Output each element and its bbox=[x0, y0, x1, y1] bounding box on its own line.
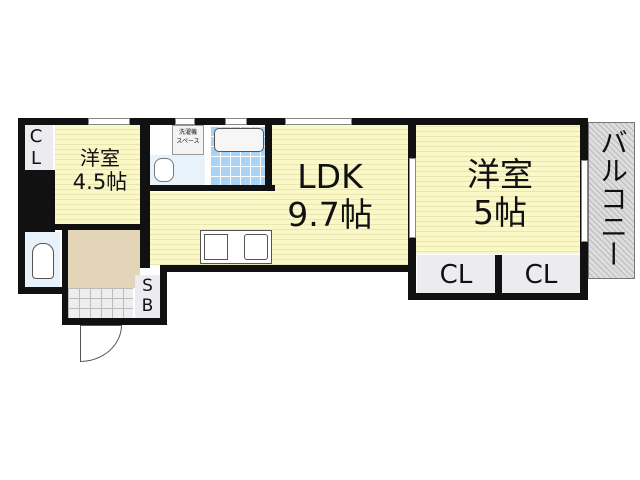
closet-small-label-bottom: L bbox=[30, 148, 42, 169]
wall-sb-right bbox=[160, 265, 167, 325]
shoe-box-label-bottom: B bbox=[141, 296, 154, 316]
wall-mid-vertical bbox=[140, 118, 150, 268]
closet-small bbox=[25, 125, 53, 170]
washer-space-line2: スペース bbox=[176, 138, 200, 145]
entrance bbox=[68, 230, 140, 288]
western-room-small bbox=[55, 125, 140, 225]
window-ldk bbox=[285, 118, 352, 125]
kitchen-counter bbox=[200, 230, 272, 264]
wall-right-bottom bbox=[408, 293, 588, 300]
wall-cl-small bbox=[25, 170, 55, 232]
window-bath bbox=[225, 118, 247, 125]
wall-top-middle bbox=[146, 118, 411, 125]
balcony bbox=[588, 122, 635, 279]
washer-space bbox=[172, 125, 204, 155]
shoe-box bbox=[135, 275, 160, 321]
wall-bottom-left bbox=[18, 287, 68, 294]
washer-space-line1: 洗濯機 bbox=[178, 129, 197, 136]
closet-b bbox=[502, 255, 580, 293]
wall-entrance-left bbox=[62, 225, 68, 325]
window-ldk-room bbox=[409, 158, 416, 238]
wall-entrance-bottom bbox=[62, 318, 167, 325]
ldk-name: LDK bbox=[297, 157, 363, 196]
bathtub-icon bbox=[214, 128, 264, 152]
sink-icon bbox=[244, 234, 268, 260]
toilet-icon bbox=[32, 243, 54, 279]
wall-room-bottom bbox=[55, 224, 150, 230]
wall-ldk-bottom bbox=[160, 265, 415, 272]
shoe-box-label-top: S bbox=[142, 276, 153, 296]
wall-left bbox=[18, 118, 25, 294]
wall-bath-right bbox=[265, 118, 272, 191]
ldk-size: 9.7帖 bbox=[287, 195, 373, 234]
window-balcony-room bbox=[581, 160, 588, 242]
wall-top-left bbox=[18, 118, 146, 125]
window-room-small bbox=[88, 118, 130, 125]
closet-b-label: CL bbox=[524, 260, 558, 290]
washbasin-icon bbox=[154, 158, 174, 182]
wall-closet-divider bbox=[495, 255, 502, 295]
wall-right-top bbox=[408, 118, 588, 125]
balcony-label: バルコニー bbox=[596, 128, 629, 268]
entrance-door bbox=[80, 325, 122, 362]
window-washer bbox=[175, 118, 195, 125]
western-room-small-name: 洋室 bbox=[80, 146, 120, 170]
stove-icon bbox=[204, 234, 228, 260]
closet-small-label-top: C bbox=[29, 126, 43, 147]
western-room-large-name: 洋室 bbox=[467, 155, 533, 194]
closet-a-label: CL bbox=[439, 260, 473, 290]
western-room-large-size: 5帖 bbox=[473, 193, 527, 232]
western-room-large bbox=[415, 122, 580, 254]
wall-bath-bottom bbox=[150, 185, 275, 191]
western-room-small-size: 4.5帖 bbox=[72, 170, 128, 194]
closet-a bbox=[417, 255, 495, 293]
entrance-floor bbox=[68, 288, 133, 318]
